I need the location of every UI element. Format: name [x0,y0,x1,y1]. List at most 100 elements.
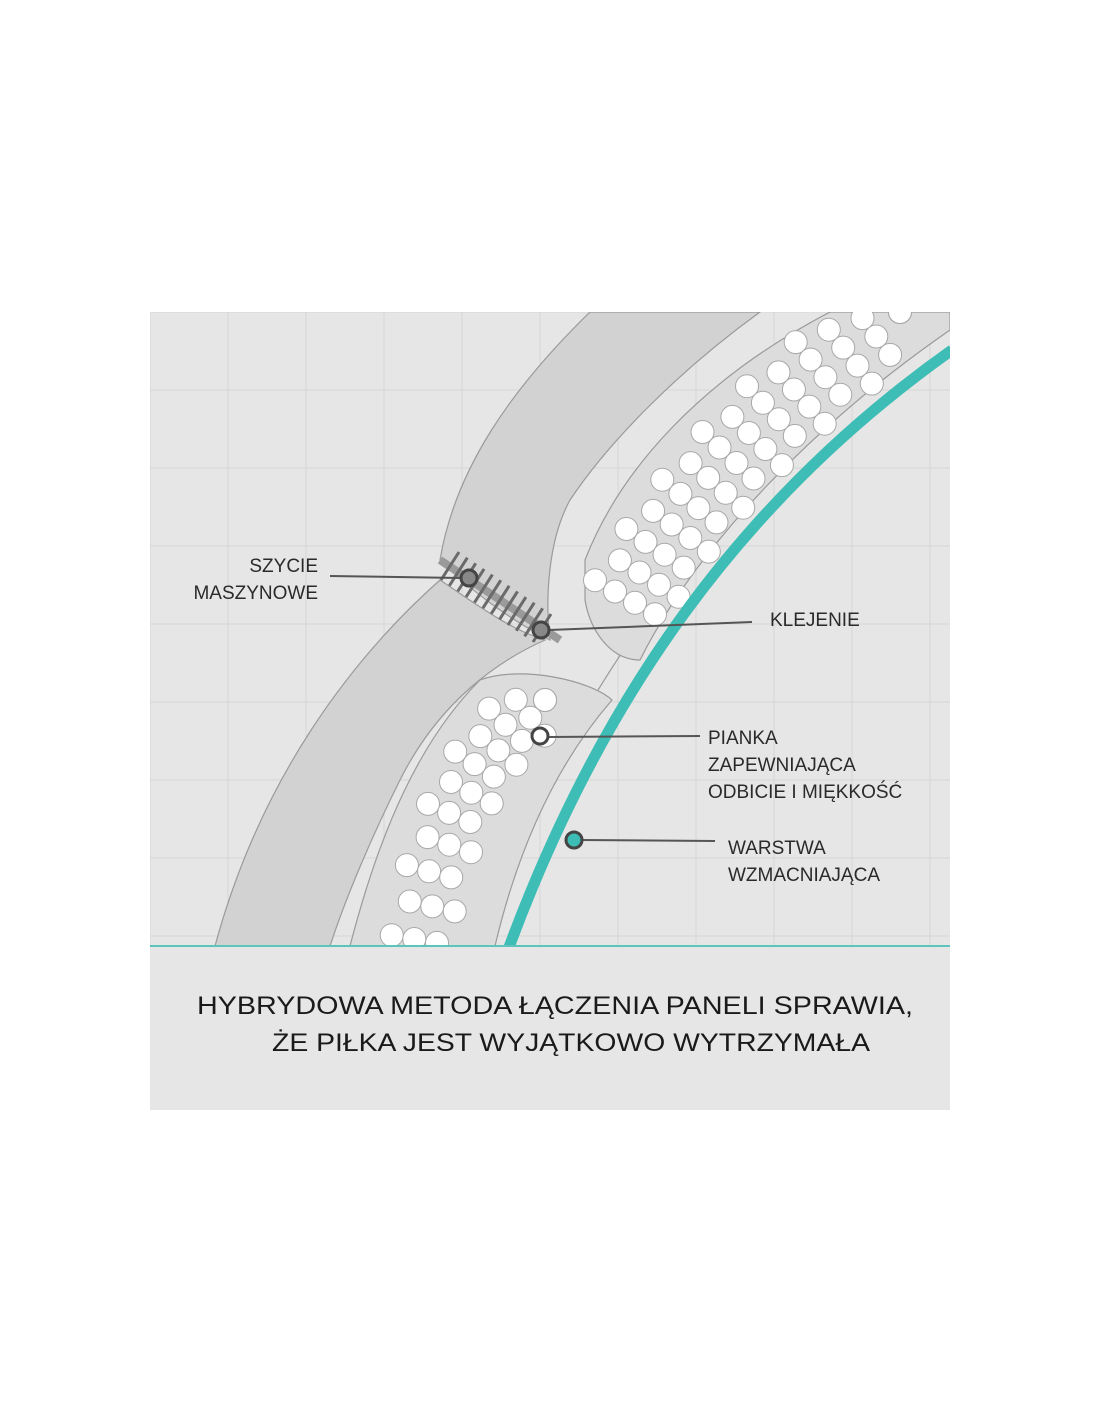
foam-cell [416,791,440,816]
foam-cells [379,288,912,946]
foam-cell [607,548,632,573]
foam-cell [659,512,684,537]
caption-line1: HYBRYDOWA METODA ŁĄCZENIA PANELI SPRAWIA… [197,992,913,1020]
stitch-thread [448,556,469,587]
foam-cell [741,466,766,491]
foam-cell [641,498,666,523]
foam-cell [731,495,756,520]
foam-cell [394,853,419,878]
foam-cell [437,800,462,825]
foam-cell [533,688,557,712]
foam-cell [696,465,721,490]
marker-circle-icon [530,726,550,746]
stitch-thread [481,579,503,609]
label-stitching-line1: SZYCIE [249,556,318,577]
foam-cell [828,382,853,407]
foam-cell [415,825,440,850]
marker-circle-icon [564,830,584,850]
foam-cell [798,347,823,372]
foam-cell [850,312,875,331]
foam-cell [425,930,449,946]
foam-cell [888,312,912,324]
label-foam-line3: ODBICIE I MIĘKKOŚĆ [708,781,902,803]
foam-cell [678,526,703,550]
foam-cell [816,317,841,342]
label-reinforcement-line1: WARSTWA [728,838,826,859]
stitch-thread [473,573,494,604]
foam-cell [812,411,837,436]
foam-cell [707,435,732,460]
foam-cell [671,555,696,580]
foam-cell [753,437,778,461]
stitch-thread [506,596,528,626]
foam-cell [769,453,794,478]
foam-cell [442,899,467,924]
marker-circle-icon [531,620,551,640]
leader-foam [530,726,701,746]
stitch-thread [498,590,519,621]
foam-cell [583,568,607,593]
foam-cell [678,451,703,476]
foam-cell [766,407,791,432]
foam-cell [623,590,647,615]
ball-cross-section [214,288,950,946]
foam-cell [493,712,518,737]
foam-cell [397,889,422,914]
foam-cell [650,467,675,492]
foam-cell [379,923,404,946]
foam-cell [735,374,759,399]
foam-cell [782,423,807,448]
foam-cell [878,342,903,367]
foam-cell [690,420,715,444]
foam-cell [420,894,445,919]
foam-cell [486,738,511,763]
foam-cell [479,791,504,816]
foam-cell [668,481,693,506]
foam-cell [504,752,529,777]
foam-cell [845,353,870,378]
foam-cell [439,770,463,794]
foam-cell [704,510,729,535]
foam-cell [813,365,838,390]
foam-cell [481,764,506,789]
foam-cell [459,780,484,805]
foam-cell [837,288,860,311]
foam-cell [643,602,667,627]
marker-circle-icon [459,568,479,588]
foam-cell [750,390,775,415]
foam-cell [509,728,534,753]
foam-cell [627,560,652,585]
stitch-thread [515,601,536,632]
foam-cell [766,360,791,385]
foam-cell [439,865,464,890]
foam-cell [468,724,493,749]
leader-reinforcement [564,830,716,850]
foam-cell [736,421,761,445]
foam-cell [859,371,884,396]
foam-cell [864,324,889,349]
stitch-thread [523,607,544,638]
foam-cell [797,394,822,419]
foam-cell [647,572,671,597]
foam-cell [458,810,483,834]
foam-cell [518,705,543,730]
foam-cell [633,529,658,554]
foam-cell [437,832,462,857]
stitch-thread [489,585,511,615]
label-reinforcement-line2: WZMACNIAJĄCA [728,865,880,886]
foam-cell [781,377,806,402]
foam-cell [696,539,721,564]
caption-line2: ŻE PIŁKA JEST WYJĄTKOWO WYTRZYMAŁA [272,1028,870,1057]
foam-cell [459,840,483,865]
foam-cell [603,579,627,604]
foam-cell [417,859,442,884]
foam-cell [462,752,487,777]
leader-gluing [531,620,753,640]
label-gluing: KLEJENIE [770,610,860,631]
label-foam-line2: ZAPEWNIAJĄCA [708,755,856,776]
foam-cell [503,687,528,712]
foam-cell [614,517,639,541]
foam-cell [724,451,749,475]
leader-stitching [329,568,479,588]
